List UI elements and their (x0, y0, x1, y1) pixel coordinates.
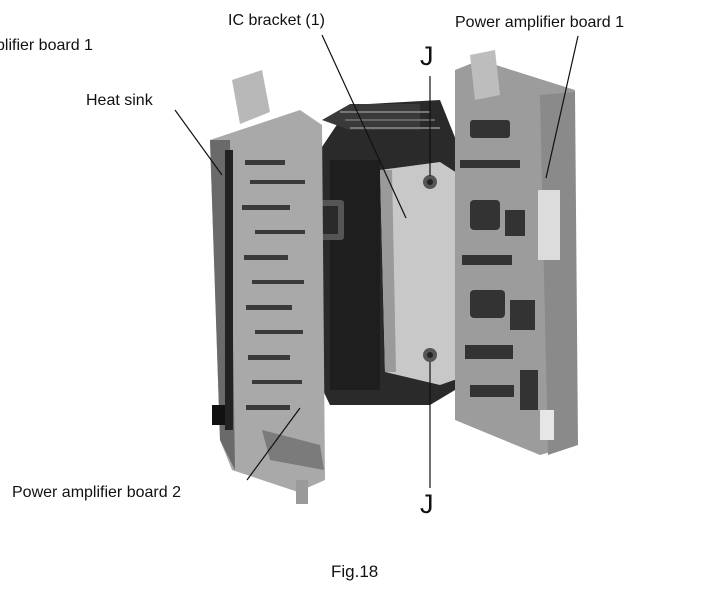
heat-sink-leader (174, 109, 223, 176)
power-amplifier-board-1-label: Power amplifier board 1 (455, 14, 624, 31)
ic-bracket (380, 162, 460, 385)
ic-bracket-label: IC bracket (1) (228, 12, 325, 29)
power-amplifier-board-2 (210, 70, 325, 504)
leader-lines (174, 34, 579, 488)
figure-caption: Fig.18 (331, 562, 379, 581)
power-amplifier-board-2-label: Power amplifier board 2 (12, 484, 181, 501)
j-bottom-label: J (420, 489, 434, 519)
pab2-leader (246, 407, 301, 481)
pab1-leader (545, 35, 579, 179)
power-amplifier-board-1-cut-label: plifier board 1 (0, 37, 93, 54)
j-top-label: J (420, 41, 434, 71)
ic-bracket-leader (321, 34, 407, 219)
power-amplifier-board-1 (455, 50, 578, 455)
heat-sink-label: Heat sink (86, 92, 153, 109)
